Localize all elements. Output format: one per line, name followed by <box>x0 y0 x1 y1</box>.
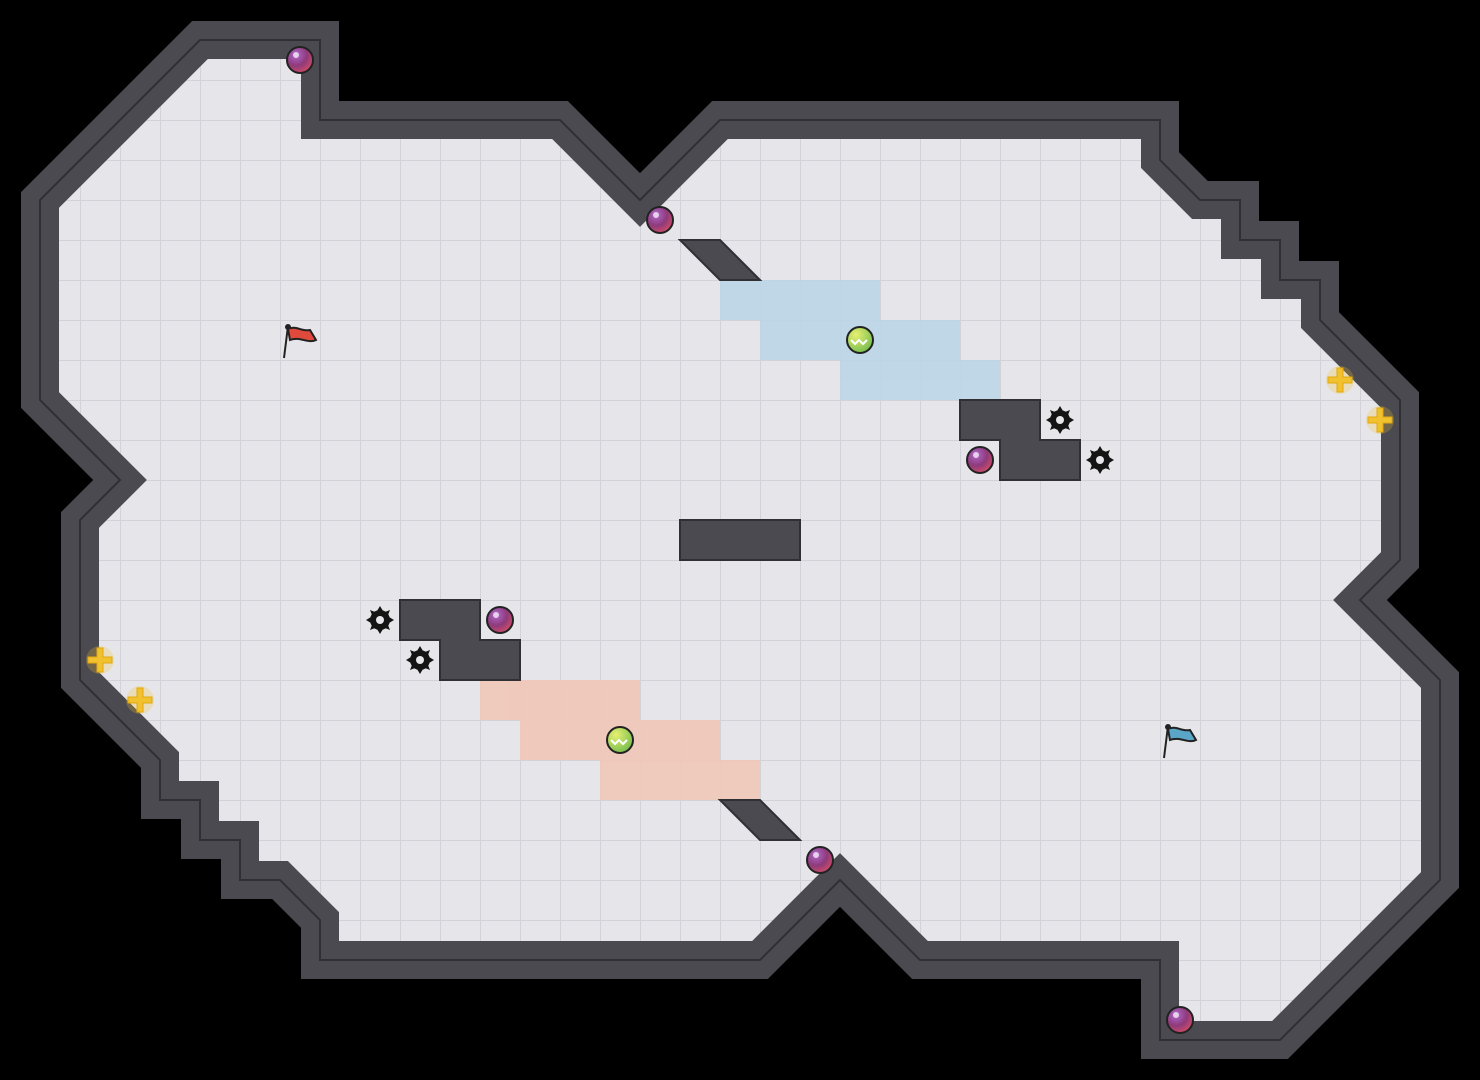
blue-side-wall <box>959 399 1081 481</box>
boost <box>486 606 514 634</box>
spike <box>406 646 434 674</box>
outer-wall <box>21 21 1459 1059</box>
powerup-icon <box>126 686 154 714</box>
red-team-boost <box>606 726 634 754</box>
boost <box>806 846 834 874</box>
powerups <box>86 366 1394 714</box>
spike <box>366 606 394 634</box>
boosts <box>286 46 1194 1034</box>
team-boosts <box>606 326 874 754</box>
blue-team-boost <box>846 326 874 354</box>
spikes <box>366 406 1114 674</box>
boost <box>966 446 994 474</box>
boost <box>1166 1006 1194 1034</box>
inner-walls <box>399 239 1081 841</box>
powerup-icon <box>86 646 114 674</box>
powerup-icon <box>1366 406 1394 434</box>
center-wall <box>679 519 801 561</box>
diagonal-wall-top <box>677 239 763 281</box>
boost <box>646 206 674 234</box>
powerup-icon <box>1326 366 1354 394</box>
spike <box>1046 406 1074 434</box>
red-side-wall <box>399 599 521 681</box>
diagonal-wall-bottom <box>717 799 803 841</box>
red-flag-icon <box>283 324 318 359</box>
spike <box>1086 446 1114 474</box>
boost <box>286 46 314 74</box>
blue-flag-icon <box>1163 724 1198 759</box>
